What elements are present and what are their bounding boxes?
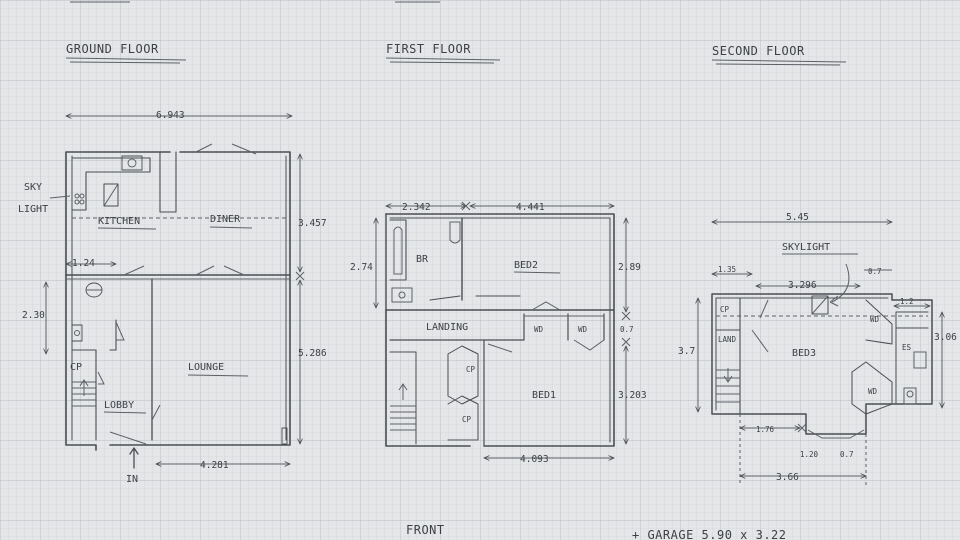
dim-hall-height: 2.30 xyxy=(22,310,45,321)
lobby-label: LOBBY xyxy=(104,400,134,411)
dim-kitchen-height: 3.457 xyxy=(298,218,327,229)
second-floor-heading: SECOND FLOOR xyxy=(712,44,805,58)
cupboard-label: CP xyxy=(70,362,82,373)
dim-height-right: 3.06 xyxy=(934,332,957,343)
dim-overall-width: 5.45 xyxy=(786,212,809,223)
dim-bath-width: 2.342 xyxy=(402,202,431,213)
second-wardrobe1-label: WD xyxy=(870,315,880,324)
dim-right-small: 0.7 xyxy=(868,267,882,276)
stair-up-arrow-first xyxy=(398,383,408,400)
bed1-label: BED1 xyxy=(532,390,556,401)
dim-bed1-width: 4.093 xyxy=(520,454,549,465)
dim-bottom-width: 3.66 xyxy=(776,472,799,483)
first-floor-plan: BR BED2 LANDING BED1 WD WD CP CP 2.342 4… xyxy=(350,201,647,465)
stair-down-arrow xyxy=(723,368,733,383)
dim-dormer-tiny: 0.7 xyxy=(840,450,854,459)
entrance-label: IN xyxy=(126,474,138,485)
stair-up-arrow xyxy=(79,379,89,396)
dim-dormer-width: 1.76 xyxy=(756,425,775,434)
dim-bath-height: 2.74 xyxy=(350,262,373,273)
ground-floor-plan: KITCHEN DINER LOUNGE LOBBY CP SKY LIGHT … xyxy=(18,110,327,485)
dim-bed2-width: 4.441 xyxy=(516,202,545,213)
skylight-label: SKYLIGHT xyxy=(782,242,830,253)
ensuite-label: ES xyxy=(902,343,912,352)
dim-bed1-height: 3.203 xyxy=(618,390,647,401)
dim-lounge-height: 5.286 xyxy=(298,348,327,359)
kitchen-label: KITCHEN xyxy=(98,216,140,227)
second-cupboard-label: CP xyxy=(720,305,730,314)
second-floor-plan: SKYLIGHT BED3 CP LAND ES WD WD 5.45 1.35… xyxy=(678,212,957,486)
dim-hall-width: 1.24 xyxy=(72,258,95,269)
bed2-label: BED2 xyxy=(514,260,538,271)
dim-gap: 0.7 xyxy=(620,325,634,334)
wardrobe1-label: WD xyxy=(534,325,544,334)
dim-lounge-width: 4.281 xyxy=(200,460,229,471)
dim-dormer-small: 1.20 xyxy=(800,450,819,459)
entrance-arrow xyxy=(129,447,139,469)
dim-left-width: 1.35 xyxy=(718,265,736,274)
dim-top-width: 6.943 xyxy=(156,110,185,121)
diner-label: DINER xyxy=(210,214,241,225)
skylight-label-line2: LIGHT xyxy=(18,204,48,215)
lounge-label: LOUNGE xyxy=(188,362,224,373)
garage-note: + GARAGE 5.90 x 3.22 xyxy=(632,528,787,540)
landing-label: LANDING xyxy=(426,322,468,333)
wardrobe2-label: WD xyxy=(578,325,588,334)
cupboard2-label: CP xyxy=(462,415,472,424)
land-label: LAND xyxy=(718,335,737,344)
skylight-label-line1: SKY xyxy=(24,182,42,193)
dim-es-width: 1.2 xyxy=(900,297,914,306)
first-floor-heading: FIRST FLOOR xyxy=(386,42,471,56)
bed3-label: BED3 xyxy=(792,348,816,359)
cupboard1-label: CP xyxy=(466,365,476,374)
dim-bed2-height: 2.89 xyxy=(618,262,641,273)
front-label: FRONT xyxy=(406,523,445,537)
bathroom-label: BR xyxy=(416,254,429,265)
ground-floor-heading: GROUND FLOOR xyxy=(66,42,159,56)
dim-mid-width: 3.296 xyxy=(788,280,817,291)
dim-height-left: 3.7 xyxy=(678,346,695,357)
second-wardrobe2-label: WD xyxy=(868,387,878,396)
